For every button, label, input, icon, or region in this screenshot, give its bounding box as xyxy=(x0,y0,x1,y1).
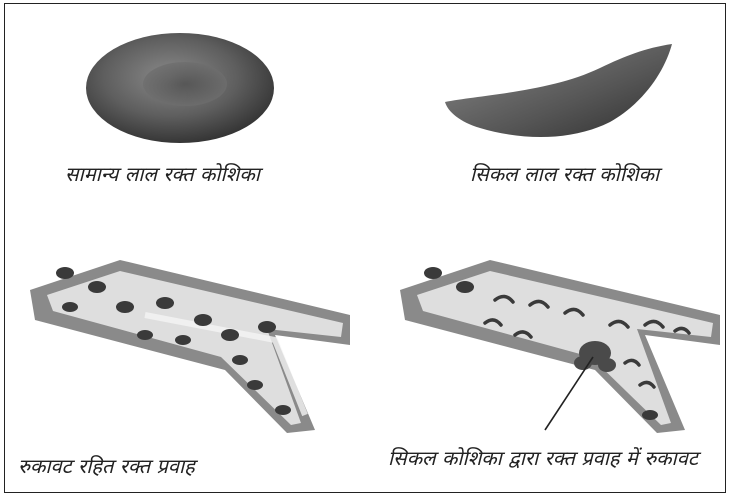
normal-red-blood-cell-illustration xyxy=(80,18,280,148)
sickle-red-blood-cell-illustration xyxy=(440,40,680,160)
blocked-flow-caption: सिकल कोशिका द्वारा रक्त प्रवाह में रुकाव… xyxy=(388,444,698,471)
blocked-blood-flow-vessel-illustration xyxy=(395,245,725,435)
normal-blood-flow-vessel-illustration xyxy=(25,245,355,435)
normal-flow-caption: रुकावट रहित रक्त प्रवाह xyxy=(18,452,195,479)
normal-cell-caption: सामान्य लाल रक्त कोशिका xyxy=(65,160,260,187)
sickle-cell-caption: सिकल लाल रक्त कोशिका xyxy=(470,160,659,187)
